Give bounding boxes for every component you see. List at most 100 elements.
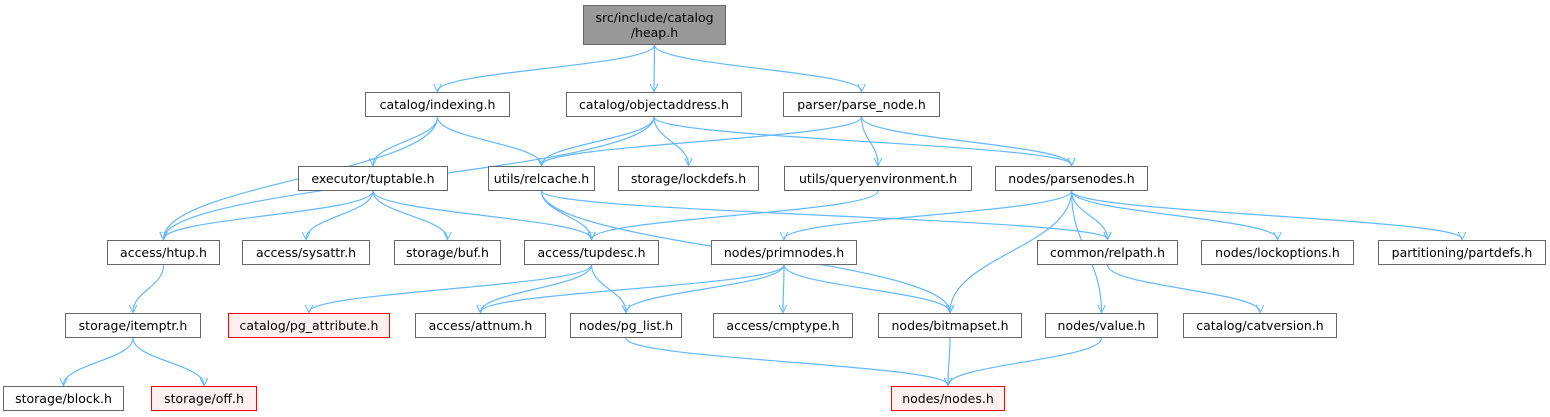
node-label-line: access/htup.h xyxy=(120,245,207,260)
node-attnum[interactable]: access/attnum.h xyxy=(415,313,546,338)
edge-objectaddress-to-relcache xyxy=(542,116,655,165)
node-label-line: nodes/lockoptions.h xyxy=(1215,245,1340,260)
edge-primnodes-to-attnum xyxy=(481,264,785,312)
edge-root-to-indexing xyxy=(438,44,656,91)
edge-root-to-objectaddress xyxy=(654,44,655,91)
edge-indexing-to-relcache xyxy=(436,116,542,165)
node-parse_node[interactable]: parser/parse_node.h xyxy=(783,92,940,117)
node-catversion[interactable]: catalog/catversion.h xyxy=(1183,313,1337,338)
node-value[interactable]: nodes/value.h xyxy=(1045,313,1158,338)
node-queryenv[interactable]: utils/queryenvironment.h xyxy=(784,166,972,191)
edge-primnodes-to-pg_list xyxy=(626,264,785,312)
edge-tuptable-to-buf xyxy=(372,190,448,239)
node-label-line: nodes/pg_list.h xyxy=(578,318,674,333)
edge-tupdesc-to-pg_attribute xyxy=(309,264,593,312)
edge-queryenv-to-tupdesc xyxy=(592,190,879,239)
node-sysattr[interactable]: access/sysattr.h xyxy=(242,240,370,265)
node-label: catalog/catversion.h xyxy=(1196,318,1323,333)
edge-pg_list-to-nodes xyxy=(625,337,948,385)
node-label-line: parser/parse_node.h xyxy=(797,97,926,112)
edge-bitmapset-to-nodes xyxy=(948,337,950,385)
node-label: nodes/nodes.h xyxy=(902,391,994,406)
node-label-line: nodes/bitmapset.h xyxy=(891,318,1009,333)
node-label: nodes/parsenodes.h xyxy=(1008,171,1134,186)
node-label: storage/lockdefs.h xyxy=(631,171,746,186)
node-label-line: catalog/catversion.h xyxy=(1196,318,1324,333)
edge-objectaddress-to-lockdefs xyxy=(653,116,689,165)
node-label: access/attnum.h xyxy=(429,318,533,333)
node-tupdesc[interactable]: access/tupdesc.h xyxy=(524,240,659,265)
node-bitmapset[interactable]: nodes/bitmapset.h xyxy=(878,313,1022,338)
node-lockoptions[interactable]: nodes/lockoptions.h xyxy=(1201,240,1354,265)
node-label: utils/queryenvironment.h xyxy=(799,171,957,186)
edge-parsenodes-to-bitmapset xyxy=(950,190,1073,312)
edge-primnodes-to-bitmapset xyxy=(783,264,950,312)
node-label-line: catalog/indexing.h xyxy=(379,97,496,112)
node-label: utils/relcache.h xyxy=(494,171,589,186)
node-objectaddress[interactable]: catalog/objectaddress.h xyxy=(566,92,742,117)
edge-tuptable-to-sysattr xyxy=(306,190,374,239)
edge-parsenodes-to-primnodes xyxy=(784,190,1073,239)
node-label: storage/itemptr.h xyxy=(79,318,188,333)
node-label: executor/tuptable.h xyxy=(311,171,434,186)
node-label: storage/block.h xyxy=(15,391,112,406)
node-label-line: access/attnum.h xyxy=(428,318,533,333)
node-label-line: /heap.h xyxy=(630,25,679,40)
node-label: access/tupdesc.h xyxy=(538,245,646,260)
node-relcache[interactable]: utils/relcache.h xyxy=(488,166,595,191)
node-itemptr[interactable]: storage/itemptr.h xyxy=(65,313,201,338)
edge-parse_node-to-queryenv xyxy=(860,116,879,165)
node-pg_attribute: catalog/pg_attribute.h xyxy=(228,313,390,338)
node-label: catalog/indexing.h xyxy=(380,97,496,112)
edge-tuptable-to-htup xyxy=(164,190,374,239)
node-indexing[interactable]: catalog/indexing.h xyxy=(365,92,510,117)
node-block[interactable]: storage/block.h xyxy=(3,386,124,411)
node-tuptable[interactable]: executor/tuptable.h xyxy=(298,166,448,191)
node-label: access/htup.h xyxy=(120,245,207,260)
node-label: nodes/primnodes.h xyxy=(724,245,844,260)
node-partdefs[interactable]: partitioning/partdefs.h xyxy=(1378,240,1546,265)
edge-parse_node-to-parsenodes xyxy=(860,116,1072,165)
edge-primnodes-to-cmptype xyxy=(783,264,784,312)
node-label: parser/parse_node.h xyxy=(797,97,926,112)
node-label-line: storage/buf.h xyxy=(406,245,489,260)
node-label: access/cmptype.h xyxy=(726,318,839,333)
node-nodes: nodes/nodes.h xyxy=(891,386,1005,411)
edge-itemptr-to-off xyxy=(132,337,204,385)
node-label-line: storage/lockdefs.h xyxy=(630,171,747,186)
node-htup[interactable]: access/htup.h xyxy=(107,240,220,265)
node-label-line: storage/itemptr.h xyxy=(78,318,188,333)
node-pg_list[interactable]: nodes/pg_list.h xyxy=(570,313,682,338)
node-lockdefs[interactable]: storage/lockdefs.h xyxy=(618,166,759,191)
node-label: catalog/objectaddress.h xyxy=(579,97,729,112)
edge-indexing-to-tuptable xyxy=(373,116,439,165)
node-label-line: utils/queryenvironment.h xyxy=(798,171,958,186)
node-label-line: catalog/objectaddress.h xyxy=(579,97,729,112)
edge-tuptable-to-tupdesc xyxy=(372,190,592,239)
node-root[interactable]: src/include/catalog/heap.h xyxy=(583,5,726,45)
edge-root-to-parse_node xyxy=(653,44,862,91)
node-label-line: partitioning/partdefs.h xyxy=(1391,245,1533,260)
edge-objectaddress-to-parsenodes xyxy=(653,116,1072,165)
node-label-line: storage/off.h xyxy=(164,391,244,406)
node-relpath[interactable]: common/relpath.h xyxy=(1037,240,1178,265)
node-label: nodes/lockoptions.h xyxy=(1215,245,1340,260)
node-label-line: nodes/parsenodes.h xyxy=(1008,171,1135,186)
edge-parsenodes-to-partdefs xyxy=(1070,190,1463,239)
node-label-line: utils/relcache.h xyxy=(493,171,590,186)
node-label: access/sysattr.h xyxy=(256,245,356,260)
node-label: partitioning/partdefs.h xyxy=(1392,245,1533,260)
node-primnodes[interactable]: nodes/primnodes.h xyxy=(711,240,857,265)
node-parsenodes[interactable]: nodes/parsenodes.h xyxy=(995,166,1148,191)
node-cmptype[interactable]: access/cmptype.h xyxy=(713,313,853,338)
node-label-line: catalog/pg_attribute.h xyxy=(239,318,379,333)
node-label: nodes/value.h xyxy=(1058,318,1146,333)
node-label: storage/buf.h xyxy=(406,245,489,260)
node-label-line: access/cmptype.h xyxy=(726,318,840,333)
edge-value-to-nodes xyxy=(948,337,1103,385)
node-label: storage/off.h xyxy=(164,391,244,406)
edge-parse_node-to-relcache xyxy=(542,116,863,165)
node-buf[interactable]: storage/buf.h xyxy=(394,240,501,265)
